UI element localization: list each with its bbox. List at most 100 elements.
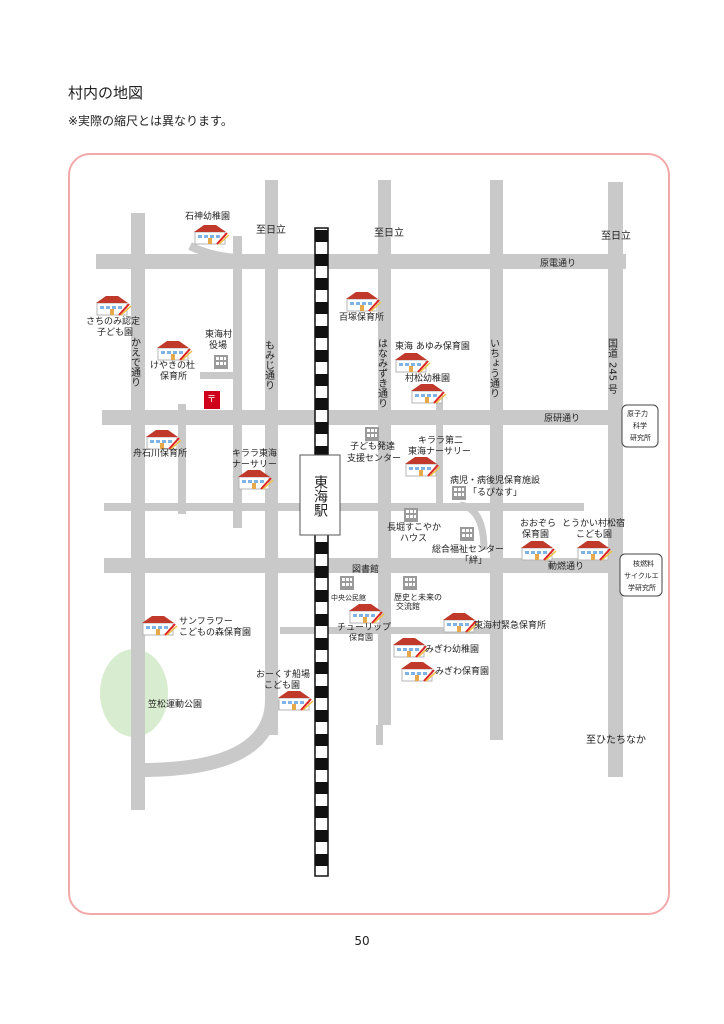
- label-nagahori-2[interactable]: ハウス: [400, 533, 427, 544]
- label-kirara2-2[interactable]: 東海ナーサリー: [408, 445, 471, 457]
- school-icon: [410, 383, 447, 404]
- page-number: 50: [354, 934, 370, 948]
- railway-tie: [315, 254, 328, 266]
- school-icon: [520, 540, 557, 561]
- railway-tie: [315, 278, 328, 290]
- label-kirara-2[interactable]: ナーサリー: [232, 459, 277, 470]
- svg-text:サイクルエ: サイクルエ: [624, 572, 659, 580]
- label-rekishi-2[interactable]: 交流館: [396, 601, 420, 611]
- label-momozuka[interactable]: 百塚保育所: [339, 311, 384, 323]
- curved-road-park: [139, 699, 279, 777]
- label-village-office-2[interactable]: 役場: [209, 339, 227, 351]
- label-chuo[interactable]: 中央公民館: [331, 593, 366, 602]
- svg-text:〒: 〒: [207, 395, 216, 405]
- railway-tie: [315, 758, 328, 770]
- label-sougou-1[interactable]: 総合福祉センター: [432, 543, 504, 555]
- school-icon: [95, 295, 132, 316]
- label-kasamatsu[interactable]: 笠松運動公園: [148, 698, 202, 710]
- label-library[interactable]: 図書館: [352, 563, 379, 575]
- label-sachinomi-2[interactable]: 子ども園: [97, 327, 133, 338]
- label-keyaki-2[interactable]: 保育所: [160, 370, 187, 382]
- station-label: 東海駅: [312, 475, 328, 517]
- railway-tie: [315, 422, 328, 434]
- road-momiji: もみじ通り: [263, 340, 275, 390]
- genshiryoku-box[interactable]: 原子力 科学 研究所: [621, 404, 659, 448]
- label-kirara-1[interactable]: キララ東海: [232, 447, 277, 459]
- railway-tie: [315, 734, 328, 746]
- label-muramatsu[interactable]: 村松幼稚園: [405, 372, 450, 384]
- building-icon: [460, 527, 474, 541]
- railway-tie: [315, 614, 328, 626]
- label-sunflower-1[interactable]: サンフラワー: [179, 616, 233, 627]
- label-ookusu-1[interactable]: おーくす船場: [256, 668, 310, 680]
- toukai-station[interactable]: [299, 454, 341, 536]
- school-icon: [576, 540, 613, 561]
- building-icon: [365, 427, 379, 441]
- label-byouji-2[interactable]: 「るぴなす」: [468, 487, 522, 498]
- label-nagahori-1[interactable]: 長堀すこやか: [387, 522, 441, 533]
- school-icon: [392, 637, 429, 658]
- road-route245-b: 245: [607, 362, 618, 381]
- direction-hitachi-1: 至日立: [256, 223, 286, 236]
- railway-tie: [315, 302, 328, 314]
- label-byouji-1[interactable]: 病児・病後児保育施設: [450, 474, 540, 486]
- railway-tie: [315, 830, 328, 842]
- svg-text:核燃料: 核燃料: [633, 559, 654, 568]
- label-funaishikawa[interactable]: 舟石川保育所: [133, 447, 187, 459]
- label-kinkyu[interactable]: 東海村緊急保育所: [474, 619, 546, 631]
- school-icon: [400, 661, 437, 682]
- school-icon: [277, 690, 314, 711]
- road-genden: 原電通り: [540, 258, 576, 269]
- road-icho: いちょう通り: [488, 338, 500, 398]
- railway-tie: [315, 590, 328, 602]
- building-icon: [452, 486, 466, 500]
- direction-hitachi-3: 至日立: [601, 229, 631, 242]
- map-frame: [68, 153, 670, 915]
- railway-tie: [315, 542, 328, 554]
- label-sachinomi-1[interactable]: さちのみ認定: [86, 315, 140, 327]
- label-migiwa-kinder[interactable]: みぎわ幼稚園: [425, 643, 479, 655]
- road-network: [96, 180, 626, 810]
- label-toukai-muramatsu-1[interactable]: とうかい村松宿: [562, 517, 625, 529]
- label-tulip-1[interactable]: チューリップ: [337, 622, 391, 633]
- label-tulip-2[interactable]: 保育園: [349, 632, 373, 642]
- label-ayumi[interactable]: 東海 あゆみ保育園: [395, 340, 470, 352]
- road-hanamizuki: はなみずき通り: [376, 338, 388, 408]
- label-ookusu-2[interactable]: こども園: [264, 680, 300, 691]
- label-oozora-2[interactable]: 保育園: [522, 528, 549, 540]
- label-kodomo-1[interactable]: 子ども発達: [350, 440, 395, 452]
- page-title: 村内の地図: [68, 84, 144, 102]
- building-icon: [404, 508, 418, 522]
- label-migiwa-nursery[interactable]: みぎわ保育園: [435, 665, 489, 677]
- label-village-office-1[interactable]: 東海村: [205, 328, 232, 340]
- label-toukai-muramatsu-2[interactable]: こども園: [576, 529, 612, 540]
- label-sougou-2[interactable]: 「絆」: [460, 554, 487, 566]
- kakunenryo-box[interactable]: 核燃料 サイクルエ 学研究所: [619, 553, 663, 597]
- school-icon: [141, 615, 178, 636]
- label-oozora-1[interactable]: おおぞら: [520, 518, 556, 529]
- facility-labels: 石神幼稚園 さちのみ認定 子ども園 けやきの杜 保育所 東海村 役場 百塚保育所…: [86, 210, 625, 710]
- railway-tie: [315, 686, 328, 698]
- road-douen: 動燃通り: [548, 560, 584, 572]
- page-subtitle: ※実際の縮尺とは異なります。: [68, 114, 233, 128]
- road-route245-c: 号: [606, 384, 618, 395]
- label-keyaki-1[interactable]: けやきの杜: [150, 359, 195, 371]
- label-kirara2-1[interactable]: キララ第二: [418, 434, 463, 446]
- svg-text:研究所: 研究所: [630, 433, 651, 442]
- building-icon: [403, 576, 417, 590]
- road-genken: 原研通り: [544, 413, 580, 424]
- curved-road-north: [188, 242, 237, 262]
- railway-tie: [315, 230, 328, 242]
- building-icon: [340, 576, 354, 590]
- direction-hitachinaka: 至ひたちなか: [586, 734, 646, 746]
- label-ishigami[interactable]: 石神幼稚園: [185, 210, 230, 222]
- label-sunflower-2[interactable]: こどもの森保育園: [179, 626, 251, 638]
- label-kodomo-2[interactable]: 支援センター: [347, 452, 401, 464]
- railway-tie: [315, 782, 328, 794]
- school-icon: [404, 456, 441, 477]
- building-icon: [214, 355, 228, 369]
- label-rekishi-1[interactable]: 歴史と未来の: [394, 592, 442, 602]
- railway-tie: [315, 854, 328, 866]
- school-icon: [193, 224, 230, 245]
